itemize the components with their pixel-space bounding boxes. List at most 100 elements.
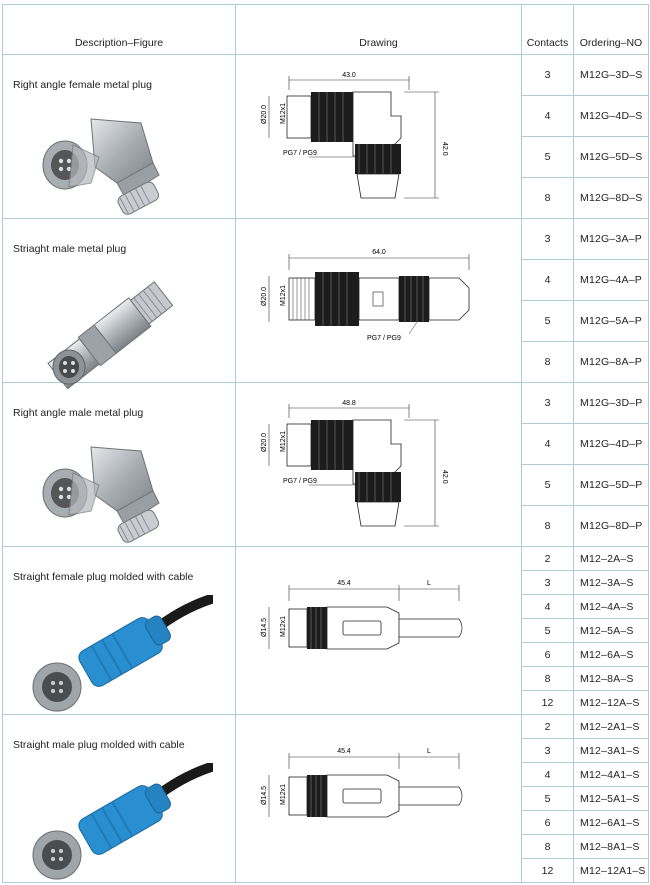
technical-drawing: 45.4 L Ø14.5 M12x1 [261,748,462,817]
dim-diameter: Ø14.5 [261,617,268,636]
contacts-cell: 4 [521,762,574,787]
drawing-cell: 43.0 Ø20.0 M12x1 42.0 PG7 / PG9 [235,54,522,219]
contacts-cell: 4 [521,594,574,619]
gland-label: PG7 / PG9 [283,150,317,157]
product-description-cell: Right angle female metal plug [2,54,236,219]
order-number-cell: M12–6A–S [573,642,649,667]
contacts-cell: 8 [521,341,574,383]
order-number-cell: M12–8A1–S [573,834,649,859]
contacts-cell: 4 [521,423,574,465]
molded-cable-plug-photo [32,763,213,880]
table-row: Striaght male metal plug 64.0 Ø20.0 M12x… [2,218,649,390]
order-number-cell: M12G–3D–P [573,382,649,424]
product-description-cell: Straight male plug molded with cable [2,714,236,883]
table-row: Straight male plug molded with cable 45.… [2,714,649,883]
contacts-cell: 3 [521,570,574,595]
right-angle-male-plug-photo [42,446,160,543]
dim-length: 45.4 [337,748,351,755]
order-number-cell: M12G–4D–P [573,423,649,465]
order-number-cell: M12–2A1–S [573,714,649,739]
contacts-cell: 6 [521,810,574,835]
product-title: Right angle male metal plug [13,407,144,419]
dim-thread: M12x1 [280,430,287,451]
product-table: Description–Figure Drawing Contacts Orde… [2,4,649,883]
dim-cable-length: L [427,748,431,755]
order-number-cell: M12G–8A–P [573,341,649,383]
order-number-cell: M12–8A–S [573,666,649,691]
technical-drawing: 45.4 L Ø14.5 M12x1 [261,580,462,649]
header-row: Description–Figure Drawing Contacts Orde… [2,4,649,55]
dim-cable-length: L [427,580,431,587]
drawing-cell: 45.4 L Ø14.5 M12x1 [235,714,522,883]
contacts-cell: 5 [521,300,574,342]
contacts-cell: 12 [521,690,574,715]
order-number-cell: M12G–5D–P [573,464,649,506]
contacts-cell: 3 [521,218,574,260]
contacts-cell: 4 [521,259,574,301]
dim-thread: M12x1 [280,783,287,804]
order-number-cell: M12G–3A–P [573,218,649,260]
product-title: Striaght male metal plug [13,243,127,255]
table-row: Straight female plug molded with cable 4… [2,546,649,715]
order-number-cell: M12–4A–S [573,594,649,619]
contacts-cell: 3 [521,738,574,763]
straight-male-plug-photo [47,281,174,390]
contacts-cell: 2 [521,714,574,739]
order-number-cell: M12G–4D–S [573,95,649,137]
order-number-cell: M12–12A1–S [573,858,649,883]
contacts-cell: 4 [521,95,574,137]
product-description-cell: Straight female plug molded with cable [2,546,236,715]
dim-diameter: Ø20.0 [261,286,268,305]
drawing-cell: 45.4 L Ø14.5 M12x1 [235,546,522,715]
contacts-cell: 5 [521,618,574,643]
product-description-cell: Right angle male metal plug [2,382,236,547]
order-number-cell: M12G–4A–P [573,259,649,301]
product-title: Straight female plug molded with cable [13,571,194,583]
dim-length: 45.4 [337,580,351,587]
header-drawing: Drawing [235,4,522,55]
header-contacts: Contacts [521,4,574,55]
order-number-cell: M12–2A–S [573,546,649,571]
contacts-cell: 6 [521,642,574,667]
order-number-cell: M12–6A1–S [573,810,649,835]
order-number-cell: M12–12A–S [573,690,649,715]
dim-diameter: Ø20.0 [261,432,268,451]
contacts-cell: 3 [521,54,574,96]
dim-height: 42.0 [441,470,448,484]
order-number-cell: M12G–8D–S [573,177,649,219]
drawing-cell: 64.0 Ø20.0 M12x1 PG7 / PG9 [235,218,522,383]
contacts-cell: 5 [521,786,574,811]
order-number-cell: M12–3A–S [573,570,649,595]
order-number-cell: M12G–8D–P [573,505,649,547]
order-number-cell: M12G–3D–S [573,54,649,96]
technical-drawing: 43.0 Ø20.0 M12x1 42.0 PG7 / PG9 [261,72,448,198]
technical-drawing: 64.0 Ø20.0 M12x1 PG7 / PG9 [261,249,469,342]
contacts-cell: 2 [521,546,574,571]
dim-thread: M12x1 [280,615,287,636]
product-description-cell: Striaght male metal plug [2,218,236,390]
right-angle-female-plug-photo [42,118,160,215]
order-number-cell: M12–4A1–S [573,762,649,787]
order-number-cell: M12G–5A–P [573,300,649,342]
table-row: Right angle male metal plug 48.8 Ø20.0 M… [2,382,649,547]
table-row: Right angle female metal plug 43.0 Ø20.0… [2,54,649,219]
contacts-cell: 8 [521,505,574,547]
gland-label: PG7 / PG9 [283,478,317,485]
gland-label: PG7 / PG9 [367,335,401,342]
dim-diameter: Ø20.0 [261,104,268,123]
product-title: Right angle female metal plug [13,79,152,91]
contacts-cell: 8 [521,177,574,219]
order-number-cell: M12–5A–S [573,618,649,643]
order-number-cell: M12–3A1–S [573,738,649,763]
order-number-cell: M12G–5D–S [573,136,649,178]
